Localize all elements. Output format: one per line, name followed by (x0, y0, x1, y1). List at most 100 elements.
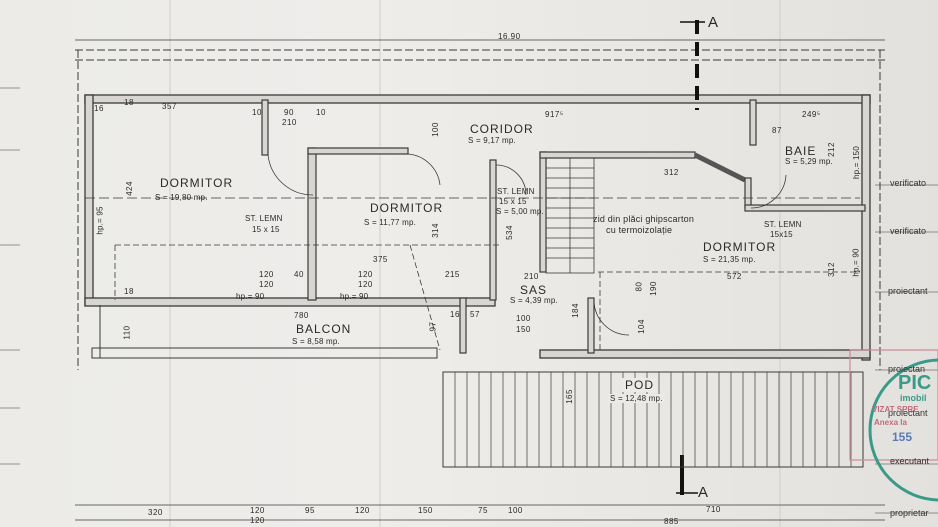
room-dormitor3-name: DORMITOR (703, 240, 777, 254)
note-st-lemn-2: ST. LEMN (497, 187, 535, 196)
dim-label: 165 (564, 389, 574, 404)
dim-label: 100 (508, 506, 523, 515)
wall-baie-partition (749, 99, 757, 146)
dim-label: 16 (450, 310, 460, 319)
wall-angled (693, 152, 747, 183)
side-label-proiectant-2: proiectan (888, 364, 926, 374)
section-marker-bottom: A (698, 484, 710, 501)
dim-label: 40 (294, 270, 304, 279)
stairs-area: S = 5,00 mp. (496, 207, 544, 216)
room-dormitor2-name: DORMITOR (370, 201, 444, 215)
dim-label: 184 (570, 303, 580, 318)
room-dormitor1-name: DORMITOR (160, 176, 234, 190)
dim-label: 100 (516, 314, 531, 323)
wall-stair-top (539, 151, 696, 159)
wall-sas-left (459, 297, 467, 354)
room-coridor-name: CORIDOR (470, 122, 534, 136)
dim-label: 18 (124, 98, 134, 107)
room-sas-name: SAS (520, 283, 548, 297)
dim-label: 312 (826, 262, 836, 277)
dim-label: 212 (826, 142, 836, 157)
pod-area (442, 371, 864, 468)
dim-label: 190 (648, 281, 658, 296)
door-swing (495, 164, 527, 196)
room-dormitor2-area: S = 11,77 mp. (364, 218, 417, 227)
dim-label: 375 (373, 255, 388, 264)
dim-label: 249⁵ (802, 110, 821, 119)
dim-label: 320 (148, 508, 163, 517)
note-st-lemn-1-size: 15 x 15 (252, 225, 280, 234)
dim-label: 210 (282, 118, 297, 127)
room-dormitor1-area: S = 19,80 mp. (155, 193, 208, 202)
note-st-lemn-2-size: 15 x 15 (499, 197, 527, 206)
dim-label: 150 (516, 325, 531, 334)
dim-label: 110 (122, 325, 132, 340)
dim-label: 10 (316, 108, 326, 117)
section-marker-top: A (708, 14, 720, 31)
side-label-verificator-2: verificato (890, 226, 927, 236)
room-coridor-area: S = 9,17 mp. (468, 136, 516, 145)
wall-sas-right (587, 297, 595, 354)
stamp-text-1: PIC (898, 372, 932, 394)
dim-label: 120 (358, 270, 373, 279)
dim-label: 16 (94, 104, 104, 113)
dim-label: 120 (250, 506, 265, 515)
dim-label: 312 (664, 168, 679, 177)
dim-label: 210 (524, 272, 539, 281)
room-dormitor3-area: S = 21,35 mp. (703, 255, 756, 264)
wall-left (84, 94, 94, 306)
room-baie-name: BAIE (785, 144, 817, 158)
dim-label: 80 (634, 281, 644, 292)
dim-label: 57 (470, 310, 480, 319)
dim-label: 87 (772, 126, 782, 135)
dim-label: 95 (305, 506, 315, 515)
side-label-proiectant-3: proiectant (888, 408, 928, 418)
wall-right (861, 94, 871, 361)
dim-label: 120 (355, 506, 370, 515)
note-st-lemn-1: ST. LEMN (245, 214, 283, 223)
room-balcon-name: BALCON (296, 322, 352, 336)
wall-dormitor2-right (489, 159, 497, 301)
dim-label: 917⁵ (545, 110, 564, 119)
side-label-executant: executant (890, 456, 930, 466)
dim-label: 18 (124, 287, 134, 296)
side-label-proprietar: proprietar (890, 508, 929, 518)
dim-label: 534 (504, 225, 514, 240)
dim-label: 75 (478, 506, 488, 515)
wall-dormitor2-top (307, 147, 409, 155)
side-label-proiectant-1: proiectant (888, 286, 928, 296)
room-sas-area: S = 4,39 mp. (510, 296, 558, 305)
dim-label: 90 (284, 108, 294, 117)
dim-label: 104 (636, 319, 646, 334)
dim-label: 710 (706, 505, 721, 514)
wall-stub (261, 99, 269, 156)
approval-stamp (849, 349, 938, 502)
staircase (545, 157, 595, 274)
door-swing (593, 299, 630, 336)
note-st-lemn-3-size: 15x15 (770, 230, 793, 239)
note-zid-2: cu termoizolație (606, 225, 673, 235)
dim-label: 572 (727, 272, 742, 281)
stamp-text-2: imobil (900, 393, 927, 403)
stamp-text-5: 155 (892, 430, 913, 444)
dim-label: 100 (430, 122, 440, 137)
door-swing (267, 154, 314, 196)
room-baie-area: S = 5,29 mp. (785, 157, 833, 166)
stamp-text-3: VIZAT SPRE (872, 405, 919, 414)
note-hp95: hp.= 95 (95, 206, 105, 235)
note-hp150: hp.= 150 (851, 146, 861, 179)
dim-label: 357 (162, 102, 177, 111)
balcony-rail (91, 347, 438, 359)
wall-baie-left (744, 177, 752, 209)
dim-label: 314 (430, 223, 440, 238)
dim-label: 885 (664, 517, 679, 526)
dim-label: 120 (358, 280, 373, 289)
dim-label: 10 (252, 108, 262, 117)
wall-dormitor2-left (307, 147, 317, 301)
dim-label: 424 (124, 181, 134, 196)
side-label-verificator-1: verificato (890, 178, 927, 188)
note-zid-1: zid din plăci ghipscarton (593, 214, 695, 224)
note-hp90b: hp.= 90 (340, 292, 369, 301)
